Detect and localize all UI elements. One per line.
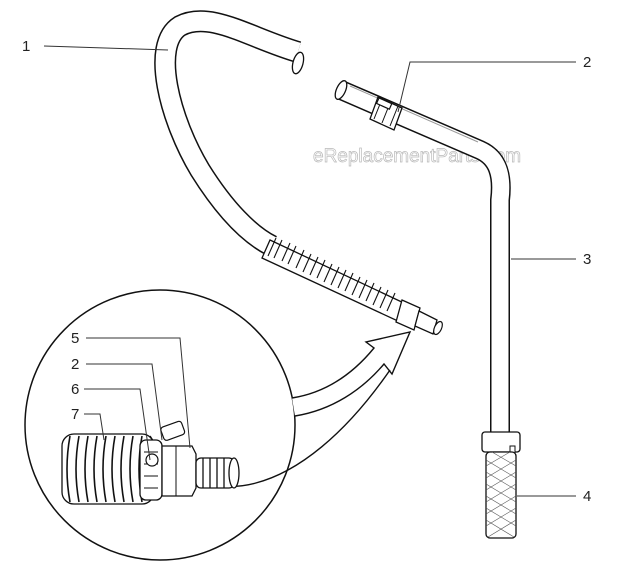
callout-5: 5: [71, 330, 79, 347]
callout-3: 3: [583, 251, 591, 268]
callout-1: 1: [22, 38, 30, 55]
detail-clamp: [139, 420, 186, 501]
fitting-nut: [395, 299, 443, 336]
callout-4: 4: [583, 488, 591, 505]
callout-2-detail: 2: [71, 356, 79, 373]
hose-clamp-top: [369, 96, 403, 131]
callout-6: 6: [71, 381, 79, 398]
detail-view: [24, 289, 412, 561]
callout-2: 2: [583, 54, 591, 71]
suction-tube: [334, 80, 511, 434]
curved-hose: [154, 10, 443, 336]
hose-corrugated-end: [261, 237, 407, 323]
clamp-screw-icon: [145, 453, 159, 467]
inlet-strainer: [481, 431, 521, 539]
detail-arrow: [291, 331, 412, 417]
detail-fitting: [161, 445, 240, 497]
detail-hose-end: [61, 433, 155, 505]
leader-lines: [43, 45, 576, 497]
callout-7: 7: [71, 406, 79, 423]
